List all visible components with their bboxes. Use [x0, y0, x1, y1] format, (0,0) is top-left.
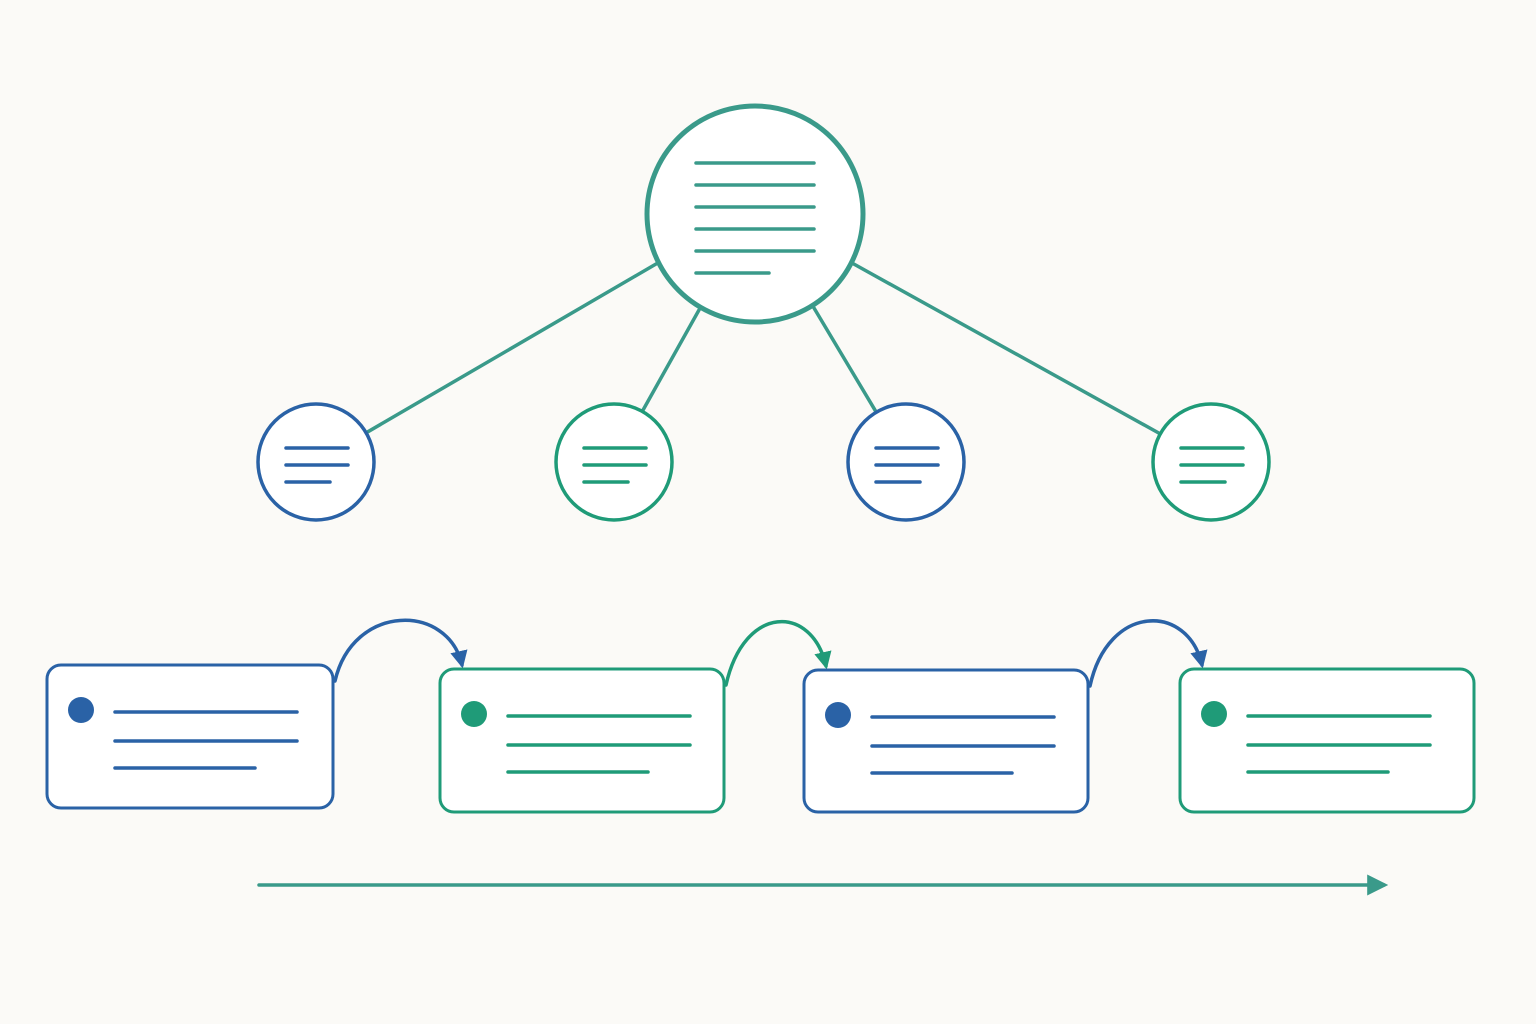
process-card — [45, 663, 335, 810]
tree-connector-line — [364, 262, 658, 435]
card-bullet-dot — [825, 702, 851, 728]
process-card — [1178, 667, 1476, 814]
root-node — [644, 103, 866, 325]
child-nodes — [256, 402, 1271, 522]
process-cards — [45, 663, 1476, 814]
card-bullet-dot — [461, 701, 487, 727]
root-node-circle — [644, 103, 866, 325]
transition-arrow — [724, 619, 832, 687]
card-transitions — [333, 618, 1208, 688]
tree-connectors — [364, 261, 1163, 436]
child-node-circle — [554, 402, 674, 522]
process-card — [802, 668, 1090, 814]
tree-connector-line — [640, 308, 701, 414]
child-node-circle — [256, 402, 376, 522]
child-node-circle — [1151, 402, 1271, 522]
tree-connector-line — [812, 306, 879, 414]
transition-arrow — [333, 618, 468, 683]
card-bullet-dot — [68, 697, 94, 723]
tree-connector-line — [850, 261, 1163, 436]
child-node-circle — [846, 402, 966, 522]
transition-arrow — [1088, 619, 1208, 688]
card-bullet-dot — [1201, 701, 1227, 727]
process-card — [438, 667, 726, 814]
